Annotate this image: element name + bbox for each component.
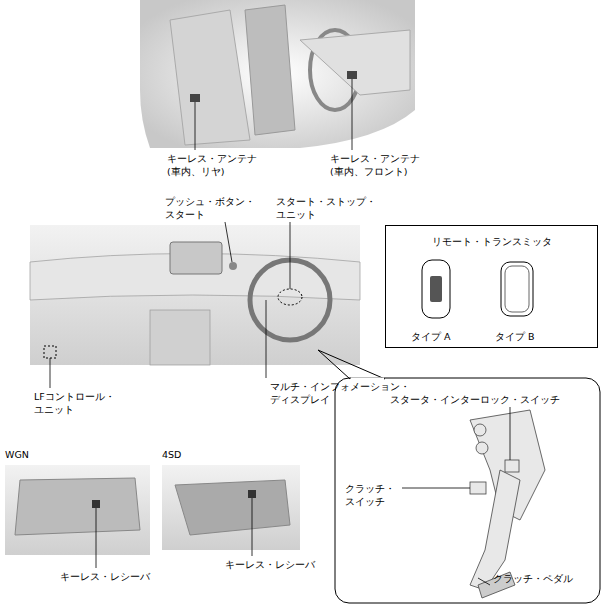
antenna-label: キーレス・アンテナ (車内、フロント) <box>330 152 435 178</box>
part-label: LFコントロール・ ユニット <box>34 390 134 416</box>
part-label: クラッチ・ペダル <box>493 572 583 585</box>
part-label: キーレス・レシーバ <box>225 558 325 571</box>
box-heading: リモート・トランスミッタ <box>386 236 597 249</box>
part-label: プッシュ・ボタン・ スタート <box>165 195 265 221</box>
antenna-label: キーレス・アンテナ (車内、リヤ) <box>167 152 262 178</box>
model-label: 4SD <box>162 448 202 461</box>
interior-view <box>140 0 415 148</box>
remote-transmitter-box: リモート・トランスミッタ <box>385 225 598 348</box>
trunk-views <box>5 465 300 555</box>
part-label: スタータ・インターロック・スイッチ <box>390 393 580 406</box>
type-label: タイプ A <box>411 330 471 343</box>
dashboard-view <box>30 225 360 365</box>
model-label: WGN <box>5 448 45 461</box>
clutch-pedal-assembly <box>470 410 545 598</box>
part-label: キーレス・レシーバ <box>60 570 160 583</box>
remote-keys <box>422 260 533 318</box>
part-label: クラッチ・スイッチ <box>345 482 405 508</box>
part-label: スタート・ストップ・ ユニット <box>276 195 376 221</box>
type-label: タイプ B <box>495 330 555 343</box>
